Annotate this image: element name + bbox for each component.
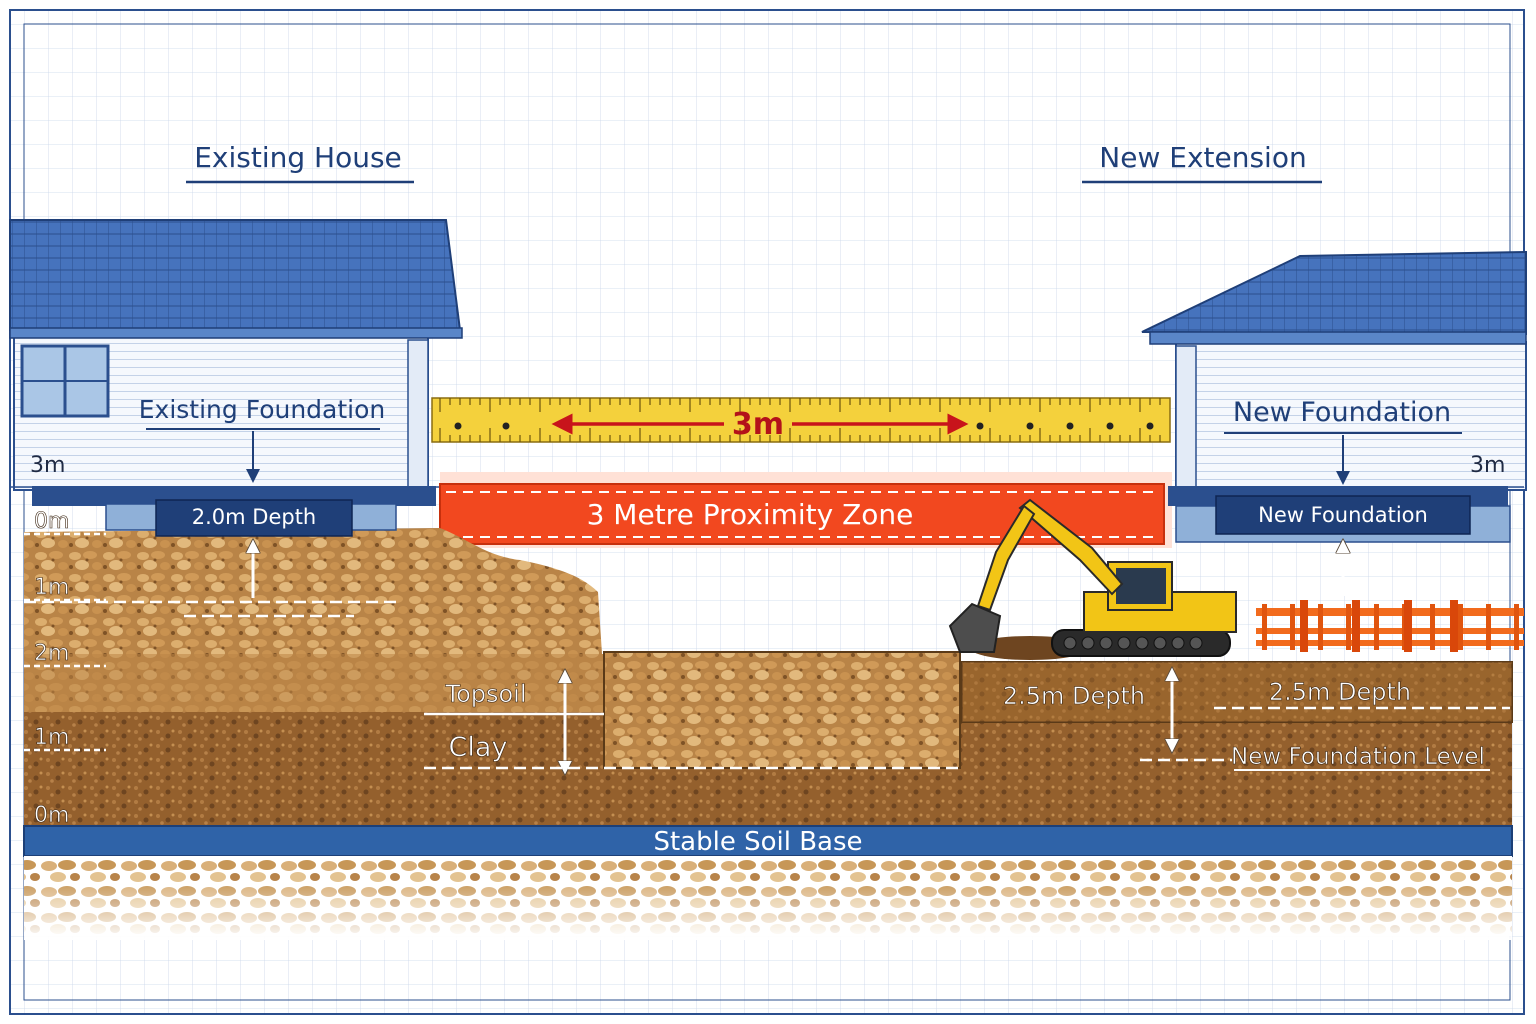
- new-foundation-box-label: New Foundation: [1258, 503, 1428, 527]
- ruler: 3m: [431, 397, 1171, 443]
- safety-fence: [1256, 600, 1524, 652]
- new-foundation-level-label: New Foundation Level: [1231, 744, 1485, 770]
- excavator-boom: [1018, 498, 1124, 596]
- clay-label: Clay: [449, 732, 508, 763]
- stable-soil-base-label: Stable Soil Base: [653, 827, 862, 857]
- outer-frame: [9, 9, 1525, 1015]
- existing-house: [9, 219, 463, 491]
- level-lines: [24, 600, 1510, 771]
- new-extension-fascia: [1149, 331, 1527, 345]
- trench-fill: [603, 651, 961, 769]
- new-foundation-label: New Foundation: [1233, 397, 1451, 428]
- ruler-ticks: [439, 398, 1161, 442]
- topsoil-label: Topsoil: [444, 680, 526, 708]
- existing-house-roof: [9, 219, 462, 331]
- existing-foundation-label: Existing Foundation: [139, 395, 386, 424]
- depth-scale-tick-label: 2m: [34, 641, 69, 666]
- ruler-label: 3m: [732, 407, 784, 442]
- depth-scale-tick-label: 0m: [34, 803, 69, 828]
- excavator-arm: [976, 504, 1036, 612]
- proximity-zone-label: 3 Metre Proximity Zone: [587, 498, 914, 531]
- proximity-zone: 3 Metre Proximity Zone: [439, 472, 1172, 548]
- proximity-zone-band: [439, 483, 1165, 545]
- excavator-bucket: [948, 602, 1002, 653]
- new-extension-title-text: New Extension: [1099, 141, 1306, 174]
- right-height-mark: 3m: [1470, 453, 1505, 478]
- excavator: [948, 498, 1237, 660]
- ruler-body: [431, 397, 1171, 443]
- existing-foundation-callout: Existing Foundation: [139, 395, 386, 483]
- existing-house-title: Existing House: [186, 141, 414, 184]
- existing-foundation-depth: 2.0m Depth: [192, 505, 317, 529]
- depth-scale-tick-label: 0m: [34, 509, 69, 534]
- excavator-cab-window: [1116, 568, 1166, 604]
- excavator-wheels: [1063, 636, 1203, 650]
- topsoil-texture: [24, 654, 604, 712]
- existing-house-window: [20, 344, 110, 418]
- existing-foundation: 2.0m Depth: [32, 486, 436, 537]
- existing-foundation-depth-box: [155, 499, 353, 537]
- soil-mound-left: [24, 528, 602, 654]
- stable-soil-base-band: [23, 825, 1513, 857]
- existing-house-corner-post: [407, 339, 429, 491]
- right-topsoil-texture: [962, 662, 1512, 722]
- depth-scale-tick-label: 1m: [34, 575, 69, 600]
- existing-house-title-text: Existing House: [194, 141, 402, 174]
- bottom-rubble-fade: [24, 880, 1512, 940]
- stable-soil-base: Stable Soil Base: [23, 825, 1513, 857]
- new-foundation-callout: New Foundation: [1224, 397, 1462, 485]
- depth-scale-tick-label: 1m: [34, 725, 69, 750]
- new-foundation-box: [1215, 495, 1471, 535]
- right-depth-label: 2.5m Depth: [1269, 678, 1411, 706]
- depth-scale: 0m 1m 2m 1m 0m: [24, 509, 106, 830]
- new-foundation: New Foundation: [1168, 486, 1511, 543]
- existing-house-fascia: [9, 327, 463, 339]
- left-height-mark: 3m: [30, 453, 65, 478]
- new-extension: [1141, 250, 1527, 491]
- new-extension-corner-post: [1175, 345, 1197, 491]
- trench-depth-label: 2.5m Depth: [1003, 682, 1145, 710]
- new-extension-title: New Extension: [1082, 141, 1322, 184]
